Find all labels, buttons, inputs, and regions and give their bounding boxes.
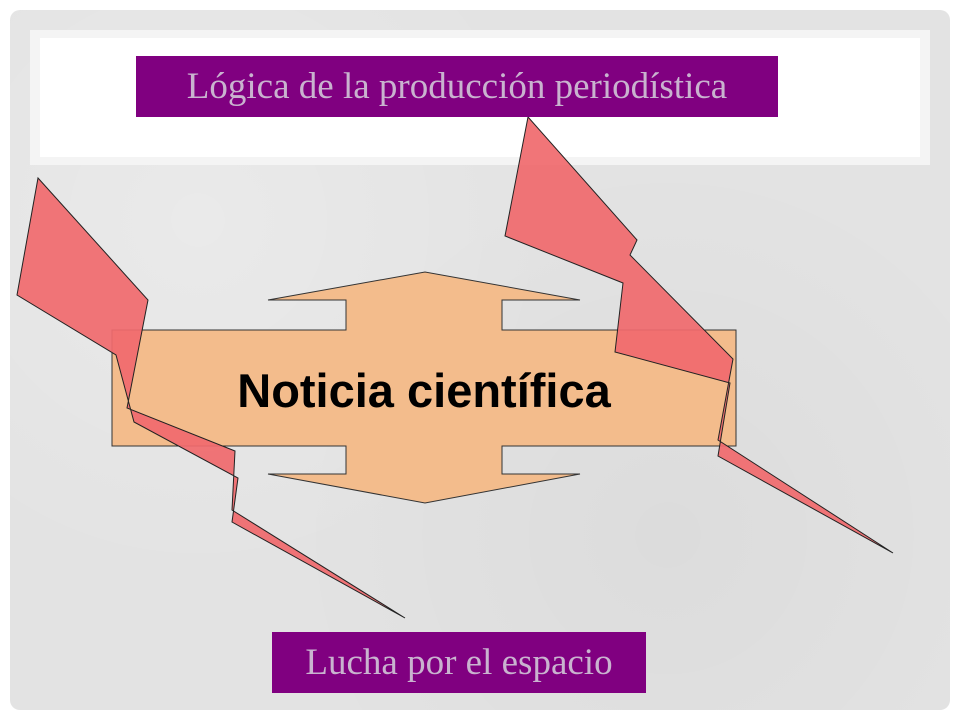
center-label-text: Noticia científica [237,363,611,417]
left-lightning-bolt [16,176,406,619]
bottom-label-text: Lucha por el espacio [305,642,613,683]
right-lightning-bolt [504,115,894,554]
lightning-bolt-icon [16,176,406,619]
top-label-text: Lógica de la producción periodística [186,66,728,107]
lightning-bolt-icon [504,115,894,554]
top-label-box: Lógica de la producción periodística [136,56,778,117]
bottom-label-box: Lucha por el espacio [272,632,646,693]
center-label: Noticia científica [112,355,736,425]
